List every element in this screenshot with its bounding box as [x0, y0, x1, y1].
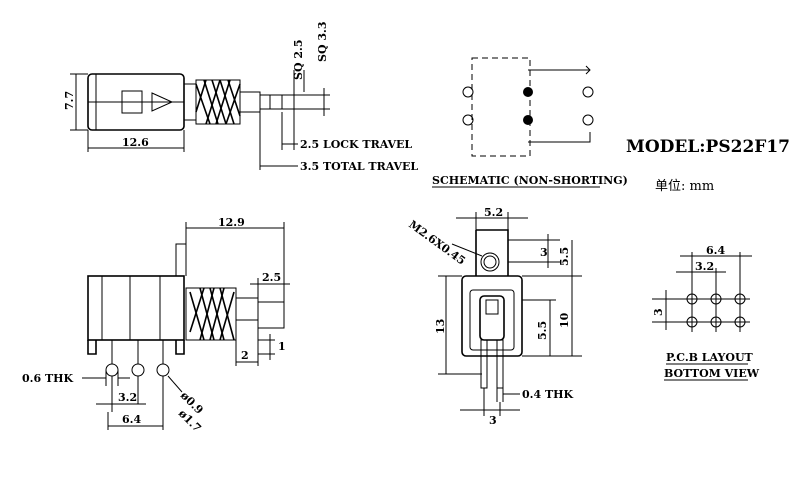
top-plunger-collar — [239, 91, 261, 113]
side-plunger-tip — [257, 301, 285, 329]
dim-sq-large: SQ 3.3 — [316, 22, 329, 63]
schematic-pin-common-1 — [523, 87, 533, 97]
schematic-pin-common-2 — [523, 115, 533, 125]
front-screw-hole — [480, 252, 500, 272]
side-pin-hole-1 — [105, 363, 119, 377]
schematic-pin-6 — [582, 114, 594, 126]
front-thk-label: 0.4 THK — [522, 388, 574, 401]
side-view: 12.9 2.5 2 1 0.6 THK 3.2 6.4 ø0.9 ø1.7 — [22, 216, 290, 435]
side-pitch-small: 3.2 — [118, 391, 137, 404]
pcb-dim-3: 3 — [652, 308, 665, 316]
top-spring — [195, 79, 241, 125]
front-body-outline — [461, 275, 523, 357]
side-body-outline — [87, 275, 185, 341]
side-pin-hole-3 — [156, 363, 170, 377]
total-travel-label: 3.5 TOTAL TRAVEL — [300, 160, 418, 173]
top-arrow-mark — [151, 92, 174, 112]
front-dim-13: 13 — [434, 319, 447, 334]
schematic: SCHEMATIC (NON-SHORTING) — [432, 57, 628, 188]
front-screw-label: M2.6X0.45 — [406, 218, 468, 268]
lock-travel-label: 2.5 LOCK TRAVEL — [300, 138, 412, 151]
side-dim-length: 12.9 — [218, 216, 245, 229]
pcb-title-1: P.C.B LAYOUT — [666, 351, 754, 364]
dim-height-label: 7.7 — [63, 91, 76, 110]
front-dim-10: 10 — [558, 312, 571, 328]
unit-label: 单位: mm — [655, 179, 714, 194]
side-thk-label: 0.6 THK — [22, 372, 74, 385]
schematic-title: SCHEMATIC (NON-SHORTING) — [432, 174, 628, 187]
model-block: MODEL:PS22F17 单位: mm — [626, 137, 790, 194]
front-dim-width: 5.2 — [484, 206, 503, 219]
front-dim-3-top: 3 — [540, 246, 548, 259]
side-pitch-large: 6.4 — [122, 413, 141, 426]
side-dim-2: 2 — [241, 349, 249, 362]
top-view: 7.7 12.6 SQ 2.5 SQ 3.3 2.5 LOCK TRAVEL 3… — [63, 22, 418, 174]
side-dim-1: 1 — [278, 340, 286, 353]
schematic-pin-4 — [462, 114, 474, 126]
pcb-dim-3-2: 3.2 — [695, 260, 714, 273]
top-plunger-tip — [259, 94, 295, 110]
front-dim-5-5-top: 5.5 — [558, 247, 571, 266]
side-pin-hole-2 — [131, 363, 145, 377]
schematic-dashed-box — [471, 57, 531, 157]
front-plunger — [479, 295, 505, 341]
side-dim-plunger: 2.5 — [262, 271, 281, 284]
side-bracket — [175, 243, 187, 276]
dim-length-label: 12.6 — [122, 136, 149, 149]
pcb-title-2: BOTTOM VIEW — [664, 367, 760, 380]
front-dim-5-5-bot: 5.5 — [536, 321, 549, 340]
front-view: M2.6X0.45 5.2 3 5.5 10 5.5 13 0.4 THK — [406, 206, 582, 427]
pcb-dim-6-4: 6.4 — [706, 244, 725, 257]
schematic-pin-1 — [462, 86, 474, 98]
dim-sq-small: SQ 2.5 — [292, 40, 305, 81]
schematic-pin-3 — [582, 86, 594, 98]
model-label: MODEL:PS22F17 — [626, 137, 790, 157]
top-body-window — [121, 90, 143, 114]
front-dim-3-bot: 3 — [489, 414, 497, 427]
side-spring — [185, 287, 237, 341]
pcb-layout: 6.4 3.2 3 P.C.B LAYOUT BOTTOM VIEW — [652, 244, 760, 381]
